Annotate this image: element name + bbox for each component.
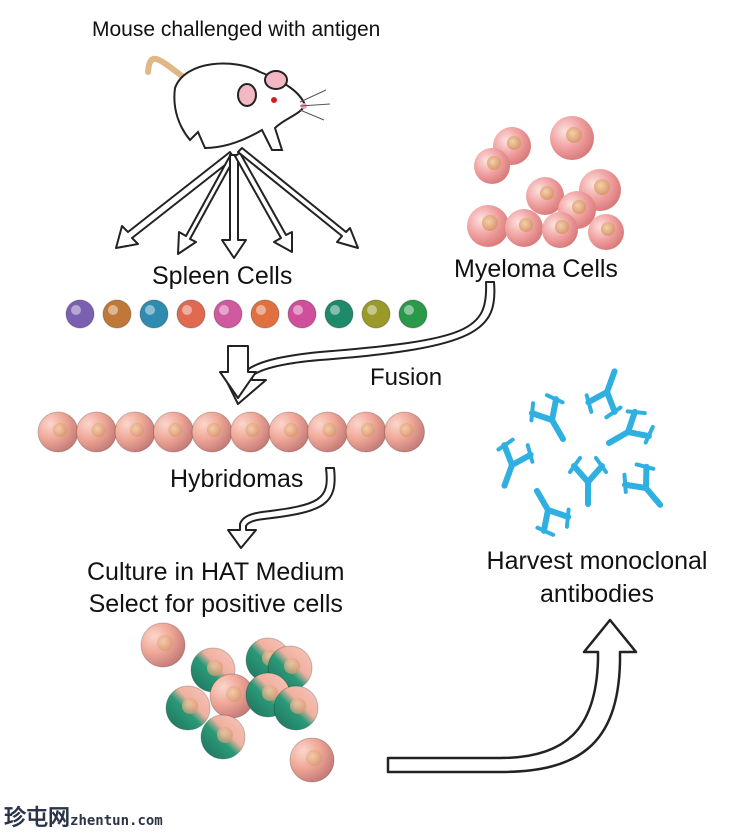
- spleen-cells-row: [65, 299, 428, 329]
- hybridoma-cell: [153, 411, 194, 453]
- hybridoma-cell: [114, 411, 156, 453]
- spleen-cell: [65, 299, 95, 329]
- myeloma-cell: [474, 148, 510, 184]
- culture-cell-cluster: [140, 622, 335, 783]
- spleen-cell: [102, 299, 132, 329]
- spread-arrow-2: [177, 153, 236, 255]
- hybridoma-cell: [76, 411, 117, 453]
- hybridomas-row: [37, 411, 425, 453]
- hybridoma-cell: [191, 411, 233, 453]
- spleen-cells-label: Spleen Cells: [152, 262, 293, 290]
- antibody: [621, 462, 664, 508]
- harvest-arrow: [386, 618, 638, 774]
- culture-arrow: [227, 467, 336, 549]
- spleen-cell: [176, 299, 206, 329]
- watermark: 珍屯网zhentun.com: [4, 800, 163, 832]
- culture-cell: [200, 714, 246, 760]
- myeloma-cell: [505, 209, 543, 247]
- antibody: [528, 393, 566, 443]
- watermark-domain: zhentun.com: [70, 813, 163, 829]
- antibody: [605, 408, 655, 446]
- spleen-cell: [250, 299, 280, 329]
- spleen-cell: [287, 299, 317, 329]
- culture-cell: [289, 737, 335, 783]
- spread-arrow-3: [221, 154, 247, 259]
- myeloma-cell: [588, 214, 624, 250]
- spread-arrow-1: [115, 151, 235, 249]
- culture-cell: [273, 685, 319, 731]
- mouse-label: Mouse challenged with antigen: [92, 18, 381, 41]
- hybridomas-label: Hybridomas: [170, 465, 304, 493]
- hybridoma-cell: [307, 411, 348, 453]
- myeloma-cell: [467, 205, 509, 247]
- hybridoma-cell: [37, 411, 79, 453]
- mouse-ear-back: [237, 83, 257, 107]
- myeloma-cell: [550, 116, 594, 160]
- spread-arrow-5: [237, 147, 359, 249]
- mouse-whiskers: [299, 89, 331, 121]
- hybridoma-cell: [230, 411, 271, 453]
- mouse-ear: [264, 70, 288, 90]
- antibody-cluster: [496, 368, 664, 537]
- antibody: [584, 368, 623, 420]
- spleen-spread-arrows: [115, 147, 359, 259]
- antibody: [568, 456, 608, 507]
- culture-label-line2: Select for positive cells: [88, 590, 343, 618]
- hybridoma-cell: [345, 411, 387, 453]
- spleen-cell: [398, 299, 428, 329]
- myeloma-cells-label: Myeloma Cells: [454, 255, 618, 283]
- antibody: [496, 437, 535, 489]
- fusion-label: Fusion: [370, 364, 443, 391]
- antibody: [534, 487, 572, 537]
- myeloma-cell: [526, 177, 564, 215]
- culture-label-line1: Culture in HAT Medium: [87, 558, 345, 586]
- mouse-eye: [271, 97, 277, 103]
- myeloma-cell-cluster: [467, 116, 624, 250]
- culture-cell: [165, 685, 211, 731]
- spleen-cell: [213, 299, 243, 329]
- watermark-brand: 珍屯网: [4, 806, 71, 831]
- culture-cell: [209, 673, 255, 719]
- hybridoma-cell: [268, 411, 310, 453]
- myeloma-cell: [542, 212, 578, 248]
- culture-cell: [140, 622, 186, 668]
- spleen-cell: [324, 299, 354, 329]
- hybridoma-cell: [384, 411, 425, 453]
- spleen-cell: [139, 299, 169, 329]
- harvest-label: Harvest monoclonal antibodies: [486, 547, 708, 608]
- culture-label: Culture in HAT Medium Select for positiv…: [87, 556, 345, 620]
- mouse-illustration: [145, 56, 331, 151]
- spleen-cell: [361, 299, 391, 329]
- spread-arrow-4: [234, 152, 293, 253]
- fusion-arrow: [219, 281, 496, 405]
